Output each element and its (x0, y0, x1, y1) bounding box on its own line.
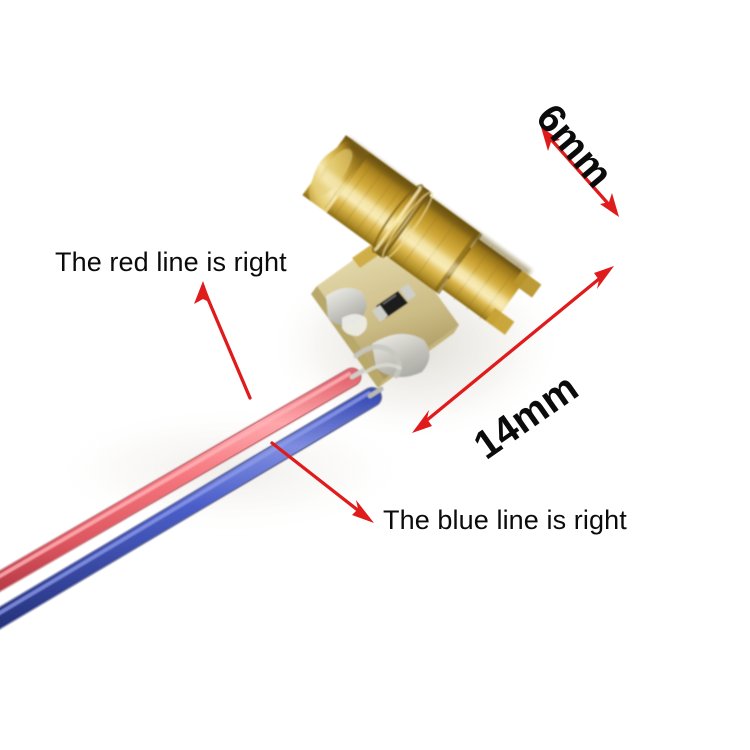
driver-pcb (311, 228, 459, 388)
red-lead-wire (0, 367, 362, 593)
smd-resistor (372, 284, 416, 322)
blue-wire-annotation-label: The blue line is right (383, 505, 627, 535)
arrow-length (412, 266, 614, 433)
arrow-to-blue-label (270, 441, 374, 523)
retaining-ring (371, 184, 434, 260)
arrow-diameter (541, 127, 619, 217)
blue-lead-wire (0, 387, 382, 630)
annotation-arrows (194, 127, 619, 523)
red-wire-annotation-label: The red line is right (55, 247, 287, 277)
arrow-to-red-label (194, 281, 252, 400)
brass-barrel (302, 135, 542, 335)
